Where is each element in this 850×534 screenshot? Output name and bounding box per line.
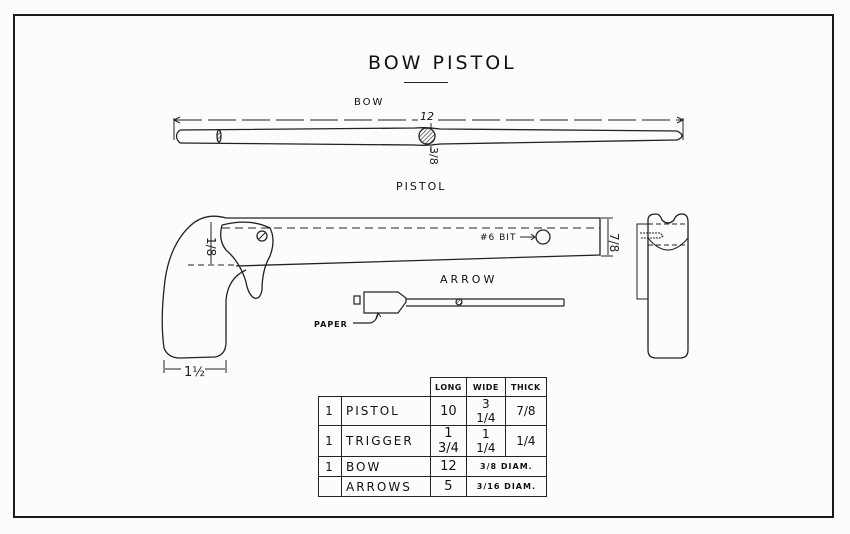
long-cell: 1 3/4 bbox=[430, 425, 467, 457]
bit-hole-note: #6 BIT bbox=[480, 233, 517, 243]
header-blank bbox=[342, 378, 431, 397]
diameter-cell: 3/8 DIAM. bbox=[465, 456, 547, 477]
arrow-drawing bbox=[353, 291, 565, 324]
paper-note: PAPER bbox=[314, 320, 348, 329]
grip-width-dimension: 1½ bbox=[184, 365, 205, 380]
long-cell: 12 bbox=[430, 456, 467, 477]
header-wide: WIDE bbox=[465, 377, 506, 397]
qty-cell bbox=[318, 476, 342, 497]
header-thick: THICK bbox=[504, 377, 547, 397]
bill-of-materials-table: LONG WIDE THICK 1 PISTOL 10 3 1/4 7/8 1 … bbox=[318, 377, 547, 497]
table-header-row: LONG WIDE THICK bbox=[319, 377, 547, 397]
bow-length-dimension: 12 bbox=[420, 110, 434, 123]
qty-cell: 1 bbox=[318, 425, 342, 457]
wide-cell: 1 1/4 bbox=[465, 425, 506, 457]
title-underline bbox=[404, 82, 448, 83]
long-cell: 10 bbox=[430, 396, 467, 426]
header-long: LONG bbox=[430, 377, 467, 397]
part-cell: PISTOL bbox=[341, 396, 431, 426]
pistol-drawing bbox=[161, 215, 613, 373]
pistol-end-view bbox=[636, 213, 689, 359]
diameter-cell: 3/16 DIAM. bbox=[465, 476, 547, 497]
pistol-view-label: PISTOL bbox=[396, 180, 447, 193]
long-cell: 5 bbox=[430, 476, 467, 497]
part-cell: ARROWS bbox=[341, 476, 431, 497]
table-row: 1 TRIGGER 1 3/4 1 1/4 1/4 bbox=[318, 425, 547, 457]
table-row: 1 BOW 12 3/8 DIAM. bbox=[318, 456, 547, 477]
header-blank bbox=[319, 378, 342, 397]
table-row: ARROWS 5 3/16 DIAM. bbox=[318, 476, 547, 497]
part-cell: TRIGGER bbox=[341, 425, 431, 457]
trigger-offset-dimension: 1/8 bbox=[204, 237, 218, 256]
bow-view-label: BOW bbox=[354, 97, 385, 108]
arrow-view-label: ARROW bbox=[440, 273, 498, 286]
qty-cell: 1 bbox=[318, 456, 342, 477]
drawing-border bbox=[13, 14, 834, 518]
part-cell: BOW bbox=[341, 456, 431, 477]
thick-cell: 7/8 bbox=[504, 396, 547, 426]
table-row: 1 PISTOL 10 3 1/4 7/8 bbox=[318, 396, 547, 426]
qty-cell: 1 bbox=[318, 396, 342, 426]
bow-drawing bbox=[172, 116, 685, 152]
drawing-title: BOW PISTOL bbox=[368, 52, 517, 74]
wide-cell: 3 1/4 bbox=[465, 396, 506, 426]
pistol-height-dimension: 7/8 bbox=[607, 233, 621, 252]
bow-thickness-dimension: 3/8 bbox=[427, 147, 440, 165]
thick-cell: 1/4 bbox=[504, 425, 547, 457]
